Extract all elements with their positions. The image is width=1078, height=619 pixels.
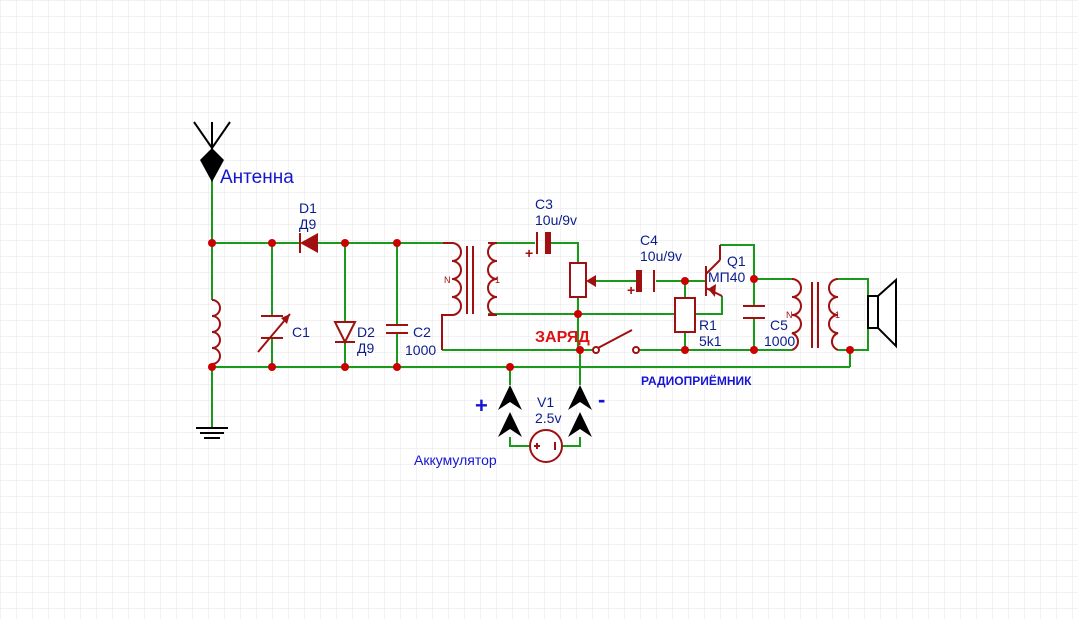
potentiometer xyxy=(569,262,596,298)
junction-nodes xyxy=(208,239,854,371)
d2-ref: D2 xyxy=(357,324,375,340)
c1-ref: C1 xyxy=(292,324,310,340)
q1-value: МП40 xyxy=(708,269,746,285)
t1-1-label: 1 xyxy=(495,275,500,285)
terminal-plus-icon xyxy=(498,385,522,437)
terminal-minus-icon xyxy=(568,385,592,437)
charge-switch-icon xyxy=(586,329,640,354)
variable-capacitor-c1 xyxy=(257,313,291,353)
c2-ref: C2 xyxy=(413,324,431,340)
ground-icon xyxy=(196,410,228,439)
capacitor-c2 xyxy=(386,324,408,334)
c3-plus: + xyxy=(525,245,533,261)
c5-value: 1000 xyxy=(764,333,795,349)
r1-ref: R1 xyxy=(699,317,717,333)
c4-plus: + xyxy=(627,282,635,298)
diode-d1 xyxy=(299,233,318,253)
v1-value: 2.5v xyxy=(535,410,561,426)
transistor-q1 xyxy=(705,245,723,297)
r1-value: 5k1 xyxy=(699,333,722,349)
capacitor-c5 xyxy=(743,305,765,319)
receiver-title: РАДИОПРИЁМНИК xyxy=(641,373,752,388)
minus-sign: - xyxy=(598,387,605,412)
capacitor-c3 xyxy=(536,232,551,254)
c2-value: 1000 xyxy=(405,342,436,358)
transformer-t2 xyxy=(791,278,839,351)
plus-sign: + xyxy=(475,393,488,418)
diode-d2 xyxy=(333,321,357,345)
t1-n-label: N xyxy=(444,275,451,285)
c4-value: 10u/9v xyxy=(640,248,682,264)
transformer-t1 xyxy=(441,242,498,350)
battery-source-icon xyxy=(529,429,563,463)
c4-ref: C4 xyxy=(640,232,658,248)
input-coil xyxy=(211,299,221,365)
c5-ref: C5 xyxy=(770,317,788,333)
t2-1-label: 1 xyxy=(835,310,840,320)
speaker-icon xyxy=(867,277,897,349)
t2-n-label: N xyxy=(786,310,793,320)
d2-value: Д9 xyxy=(357,340,374,356)
d1-value: Д9 xyxy=(299,216,316,232)
d1-ref: D1 xyxy=(299,200,317,216)
c3-value: 10u/9v xyxy=(535,212,577,228)
charge-label: ЗАРЯД xyxy=(535,329,590,346)
v1-ref: V1 xyxy=(537,394,554,410)
capacitor-c4 xyxy=(636,270,655,292)
q1-ref: Q1 xyxy=(727,253,746,269)
resistor-r1 xyxy=(674,297,696,333)
c3-ref: C3 xyxy=(535,196,553,212)
battery-label: Аккумулятор xyxy=(414,452,497,468)
antenna-label: Антенна xyxy=(220,167,294,188)
antenna-icon xyxy=(193,121,231,182)
